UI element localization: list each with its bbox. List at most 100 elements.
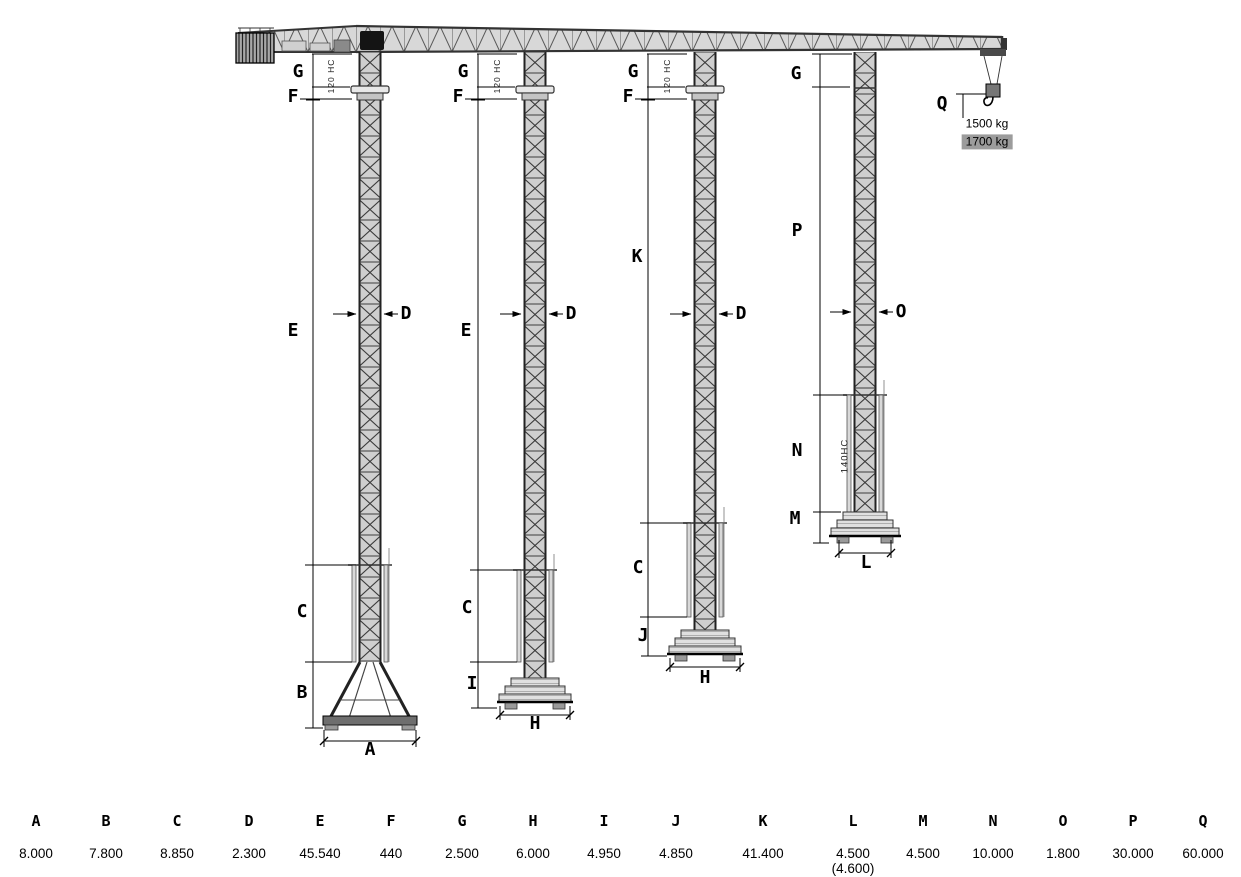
label-t2-e: E xyxy=(460,320,472,341)
hoist-unit xyxy=(281,40,307,52)
machinery-box xyxy=(309,42,331,52)
dim-value: 30.000 xyxy=(1112,846,1154,861)
tower-1 xyxy=(300,52,421,747)
dim-value: 7.800 xyxy=(89,846,123,861)
hook-height-dimension xyxy=(956,93,986,118)
dim-letter: L xyxy=(848,812,858,830)
dim-letter: F xyxy=(386,812,396,830)
dim-col-l: L 4.500(4.600) xyxy=(815,812,891,876)
tower-4-dimension-lines xyxy=(812,53,896,558)
label-t1-a: A xyxy=(364,739,376,760)
dim-col-g: G 2.500 xyxy=(424,812,500,861)
label-t3-h: H xyxy=(699,667,711,688)
label-t1-c: C xyxy=(296,601,308,622)
turntable-cap-3 xyxy=(685,85,725,101)
dim-value: 6.000 xyxy=(516,846,550,861)
label-t3-g: G xyxy=(627,61,639,82)
capacity-single-fall: 1500 kg xyxy=(965,116,1009,131)
dim-letter: C xyxy=(172,812,182,830)
label-t4-g: G xyxy=(790,63,802,84)
dim-col-j: J 4.850 xyxy=(638,812,714,861)
dim-value: 2.500 xyxy=(445,846,479,861)
tower-4 xyxy=(812,52,901,558)
label-t4-l: L xyxy=(860,552,872,573)
counterweight-block xyxy=(235,32,275,64)
hook-assembly xyxy=(956,49,1006,118)
counter-jib xyxy=(235,25,357,64)
dim-letter: H xyxy=(528,812,538,830)
label-t1-g: G xyxy=(292,61,304,82)
dim-value: 2.300 xyxy=(232,846,266,861)
dim-value: 1.800 xyxy=(1046,846,1080,861)
dim-letter: K xyxy=(758,812,768,830)
tower-2 xyxy=(465,52,575,720)
dim-value: 4.500 xyxy=(906,846,940,861)
dim-value: 60.000 xyxy=(1182,846,1224,861)
label-t3-j: J xyxy=(637,625,649,646)
jib-tip xyxy=(1002,38,1007,50)
trolley xyxy=(980,49,1006,56)
hook-block xyxy=(985,83,1001,98)
foundation-4 xyxy=(829,511,901,544)
dim-value: 41.400 xyxy=(742,846,784,861)
dim-col-o: O 1.800 xyxy=(1025,812,1101,861)
mast-marking-t3: 120 HC xyxy=(662,58,672,94)
turntable-cap-2 xyxy=(515,85,555,101)
dim-value-alt: (4.600) xyxy=(831,861,875,876)
label-t4-p: P xyxy=(791,220,803,241)
slewing-machinery xyxy=(333,39,351,53)
label-t4-o: O xyxy=(895,301,907,322)
label-t2-h: H xyxy=(529,713,541,734)
mast-marking-t2: 120 HC xyxy=(492,58,502,94)
label-t2-g: G xyxy=(457,61,469,82)
dim-letter: J xyxy=(671,812,681,830)
label-t2-d: D xyxy=(565,303,577,324)
dim-letter: I xyxy=(599,812,609,830)
label-t4-m: M xyxy=(789,508,801,529)
foundation-3 xyxy=(667,629,743,662)
label-t3-f: F xyxy=(622,86,634,107)
dim-value: 4.850 xyxy=(659,846,693,861)
brand-logo xyxy=(360,31,384,50)
label-hook-q: Q xyxy=(936,93,948,114)
cross-base-1 xyxy=(322,661,418,731)
capacity-double-fall: 1700 kg xyxy=(961,134,1013,150)
label-t1-e: E xyxy=(287,320,299,341)
hook-icon xyxy=(983,96,994,107)
label-t3-k: K xyxy=(631,246,643,267)
foundation-2 xyxy=(497,677,573,710)
dim-letter: O xyxy=(1058,812,1068,830)
turntable-cap-1 xyxy=(350,85,390,101)
dim-letter: A xyxy=(31,812,41,830)
dim-value: 4.950 xyxy=(587,846,621,861)
dim-letter: N xyxy=(988,812,998,830)
label-t1-b: B xyxy=(296,682,308,703)
dim-col-n: N 10.000 xyxy=(955,812,1031,861)
label-t2-i: I xyxy=(466,673,478,694)
label-t2-c: C xyxy=(461,597,473,618)
label-t1-d: D xyxy=(400,303,412,324)
dim-col-i: I 4.950 xyxy=(566,812,642,861)
dim-value: 4.500 xyxy=(836,846,870,861)
dim-value: 10.000 xyxy=(972,846,1014,861)
dim-col-h: H 6.000 xyxy=(495,812,571,861)
tower-1-dimension-lines xyxy=(300,53,421,747)
jib xyxy=(355,24,1007,54)
label-t4-n: N xyxy=(791,440,803,461)
tower-3 xyxy=(635,52,745,672)
label-t3-d: D xyxy=(735,303,747,324)
dim-letter: E xyxy=(315,812,325,830)
tower-2-dimension-lines xyxy=(465,53,575,720)
dim-letter: G xyxy=(457,812,467,830)
mast-marking-t1: 120 HC xyxy=(326,58,336,94)
